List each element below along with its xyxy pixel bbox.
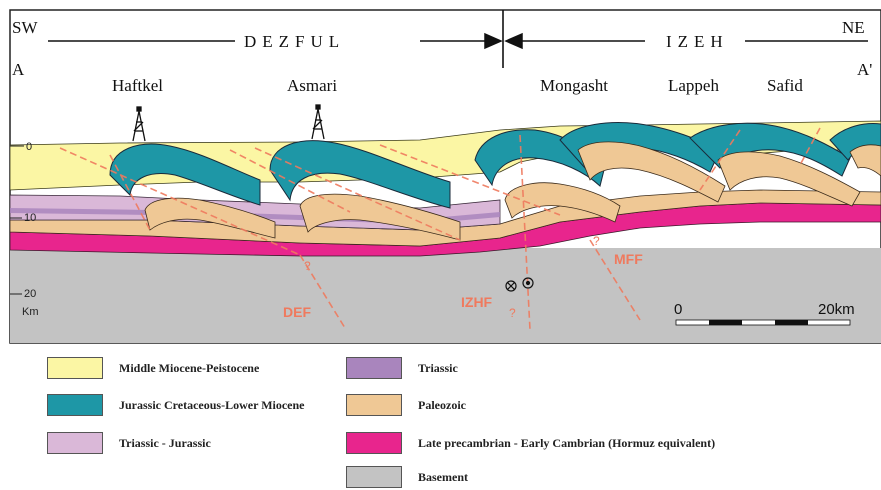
legend-item: Triassic - Jurassic [47,432,211,454]
fault-label: IZHF [461,294,493,310]
legend-swatch [346,394,402,416]
depth-label: 10 [24,212,36,224]
legend-swatch [346,357,402,379]
depth-label: 20 [24,288,36,300]
legend: Middle Miocene-Peistocene Jurassic Creta… [0,350,881,490]
ne-label: NE [842,18,865,37]
fault-label: MFF [614,251,643,267]
legend-item: Triassic [346,357,458,379]
scale-start-label: 0 [674,301,682,318]
legend-item: Middle Miocene-Peistocene [47,357,259,379]
scale-bar [676,320,850,325]
dezful-label: DEZFUL [244,32,345,51]
legend-swatch [47,394,103,416]
sw-label: SW [12,18,38,37]
fault-query-mark: ? [304,259,311,273]
legend-item: Paleozoic [346,394,466,416]
location-label: Haftkel [112,76,163,95]
scale-end-label: 20km [818,301,855,318]
section-end-label: A' [857,60,872,79]
location-label: Asmari [287,76,337,95]
basement-layer [10,248,881,343]
depth-unit-label: Km [22,306,39,318]
legend-label: Jurassic Cretaceous-Lower Miocene [119,398,305,413]
section-start-label: A [12,60,25,79]
fault-query-mark: ? [593,234,600,248]
legend-label: Paleozoic [418,398,466,413]
legend-label: Middle Miocene-Peistocene [119,361,259,376]
legend-item: Late precambrian - Early Cambrian (Hormu… [346,432,715,454]
location-label: Mongasht [540,76,608,95]
cross-section-diagram: SW NE DEZFUL IZEH A A' Haftkel Asmari Mo… [0,0,881,350]
legend-item: Basement [346,466,468,488]
legend-swatch [47,357,103,379]
legend-label: Triassic - Jurassic [119,436,211,451]
legend-label: Late precambrian - Early Cambrian (Hormu… [418,436,715,451]
legend-label: Basement [418,470,468,485]
fault-query-mark: ? [509,306,516,320]
izeh-label: IZEH [666,32,729,51]
location-label: Safid [767,76,803,95]
fault-label: DEF [283,304,311,320]
legend-swatch [47,432,103,454]
legend-label: Triassic [418,361,458,376]
legend-item: Jurassic Cretaceous-Lower Miocene [47,394,305,416]
legend-swatch [346,466,402,488]
legend-swatch [346,432,402,454]
location-label: Lappeh [668,76,719,95]
depth-label: 0 [26,141,32,153]
